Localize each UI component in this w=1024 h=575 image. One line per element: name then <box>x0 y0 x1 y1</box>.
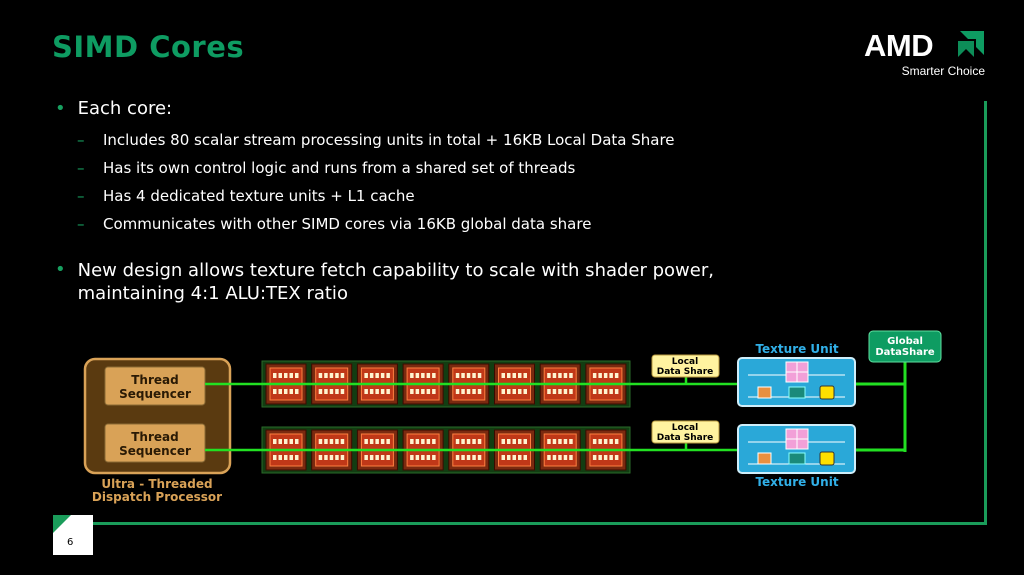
frame-line-right <box>984 101 987 525</box>
bullet-2-line2: maintaining 4:1 ALU:TEX ratio <box>77 283 348 304</box>
logo-brand: AMD <box>864 28 934 63</box>
local-data-share-1 <box>651 354 720 378</box>
bullet-1-text: Each core: <box>77 98 173 119</box>
thread-sequencer-2 <box>104 423 206 463</box>
lds2-line2: Data Share <box>657 433 714 443</box>
slide-number: 6 <box>67 537 74 548</box>
texture-unit-1 <box>737 357 856 407</box>
sub-bullet-3-text: Has 4 dedicated texture units + L1 cache <box>103 187 415 205</box>
lds1-line2: Data Share <box>657 367 714 377</box>
slide-number-box: 6 <box>53 515 93 555</box>
amd-arrow-icon <box>958 31 984 57</box>
sub-bullet-1: –Includes 80 scalar stream processing un… <box>77 131 675 149</box>
amd-logo: AMD Smarter Choice <box>858 28 988 80</box>
bullet-1: • Each core: <box>55 98 172 119</box>
bullet-dot: • <box>55 98 66 119</box>
slide-title: SIMD Cores <box>52 30 245 64</box>
bullet-2-line1: New design allows texture fetch capabili… <box>77 260 714 281</box>
gds-line1: Global <box>887 336 923 347</box>
logo-tagline: Smarter Choice <box>901 64 985 78</box>
global-data-share <box>868 330 942 363</box>
sub-bullet-3: –Has 4 dedicated texture units + L1 cach… <box>77 187 415 205</box>
seq2-line1: Thread <box>131 430 178 444</box>
lds2-line1: Local <box>672 423 698 433</box>
dispatch-label-2: Dispatch Processor <box>92 490 222 504</box>
local-data-share-2 <box>651 420 720 444</box>
sub-bullet-2: –Has its own control logic and runs from… <box>77 159 576 177</box>
gds-line2: DataShare <box>875 347 935 358</box>
thread-sequencer-1 <box>104 366 206 406</box>
frame-line-bottom <box>92 522 987 525</box>
texture-unit-label-1: Texture Unit <box>755 342 838 356</box>
seq2-line2: Sequencer <box>119 444 191 458</box>
lds1-line1: Local <box>672 357 698 367</box>
texture-unit-2 <box>737 424 856 474</box>
bullet-2: • New design allows texture fetch capabil… <box>55 259 714 305</box>
texture-unit-label-2: Texture Unit <box>755 475 838 489</box>
sub-bullet-2-text: Has its own control logic and runs from … <box>103 159 576 177</box>
seq1-line1: Thread <box>131 373 178 387</box>
sub-bullet-4: –Communicates with other SIMD cores via … <box>77 215 592 233</box>
bullet-dot: • <box>55 259 66 280</box>
dispatch-label-1: Ultra - Threaded <box>101 477 212 491</box>
sub-bullet-4-text: Communicates with other SIMD cores via 1… <box>103 215 592 233</box>
sub-bullet-1-text: Includes 80 scalar stream processing uni… <box>103 131 675 149</box>
seq1-line2: Sequencer <box>119 387 191 401</box>
